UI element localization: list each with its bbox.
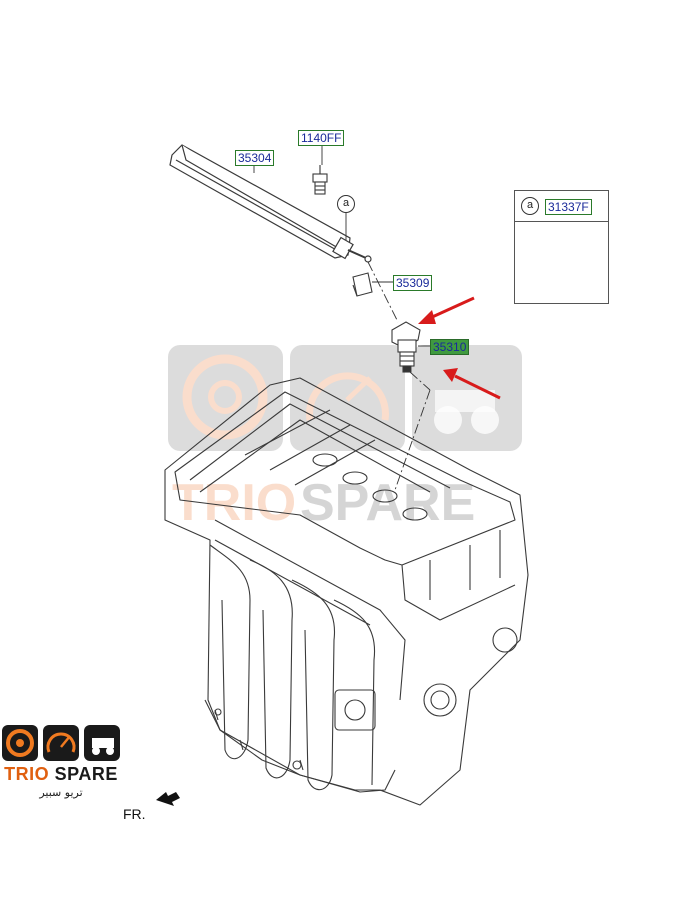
svg-text:TRIO: TRIO	[172, 474, 296, 532]
brand-logo-icons	[2, 725, 120, 761]
front-direction-arrow-icon	[156, 792, 180, 806]
part-label-35309[interactable]: 35309	[393, 275, 433, 291]
brand-name-arabic: تريو سبير	[39, 786, 83, 799]
highlight-arrows	[418, 296, 501, 400]
part-label-31337f[interactable]: 31337F	[545, 199, 592, 215]
part-label-35304[interactable]: 35304	[235, 150, 275, 166]
brand-name: TRIO SPARE	[0, 764, 122, 785]
part-label-1140ff[interactable]: 1140FF	[298, 130, 345, 146]
fuel-injector-part	[391, 321, 421, 373]
brand-word-trio: TRIO	[4, 764, 50, 784]
detail-callout-a: a	[521, 197, 539, 215]
engine-assembly-illustration	[164, 377, 529, 806]
svg-text:SPARE: SPARE	[300, 474, 475, 532]
fuel-rail-part	[169, 144, 372, 263]
watermark: TRIO SPARE	[168, 345, 522, 532]
bolt-part	[312, 165, 328, 195]
leader-lines	[253, 143, 431, 491]
detail-divider	[515, 221, 608, 222]
clip-part	[352, 272, 373, 297]
front-direction-label: FR.	[123, 806, 146, 822]
part-label-35310[interactable]: 35310	[430, 339, 470, 355]
brand-word-spare: SPARE	[54, 764, 118, 784]
detail-box: a 31337F	[514, 190, 609, 304]
callout-a: a	[337, 195, 355, 213]
